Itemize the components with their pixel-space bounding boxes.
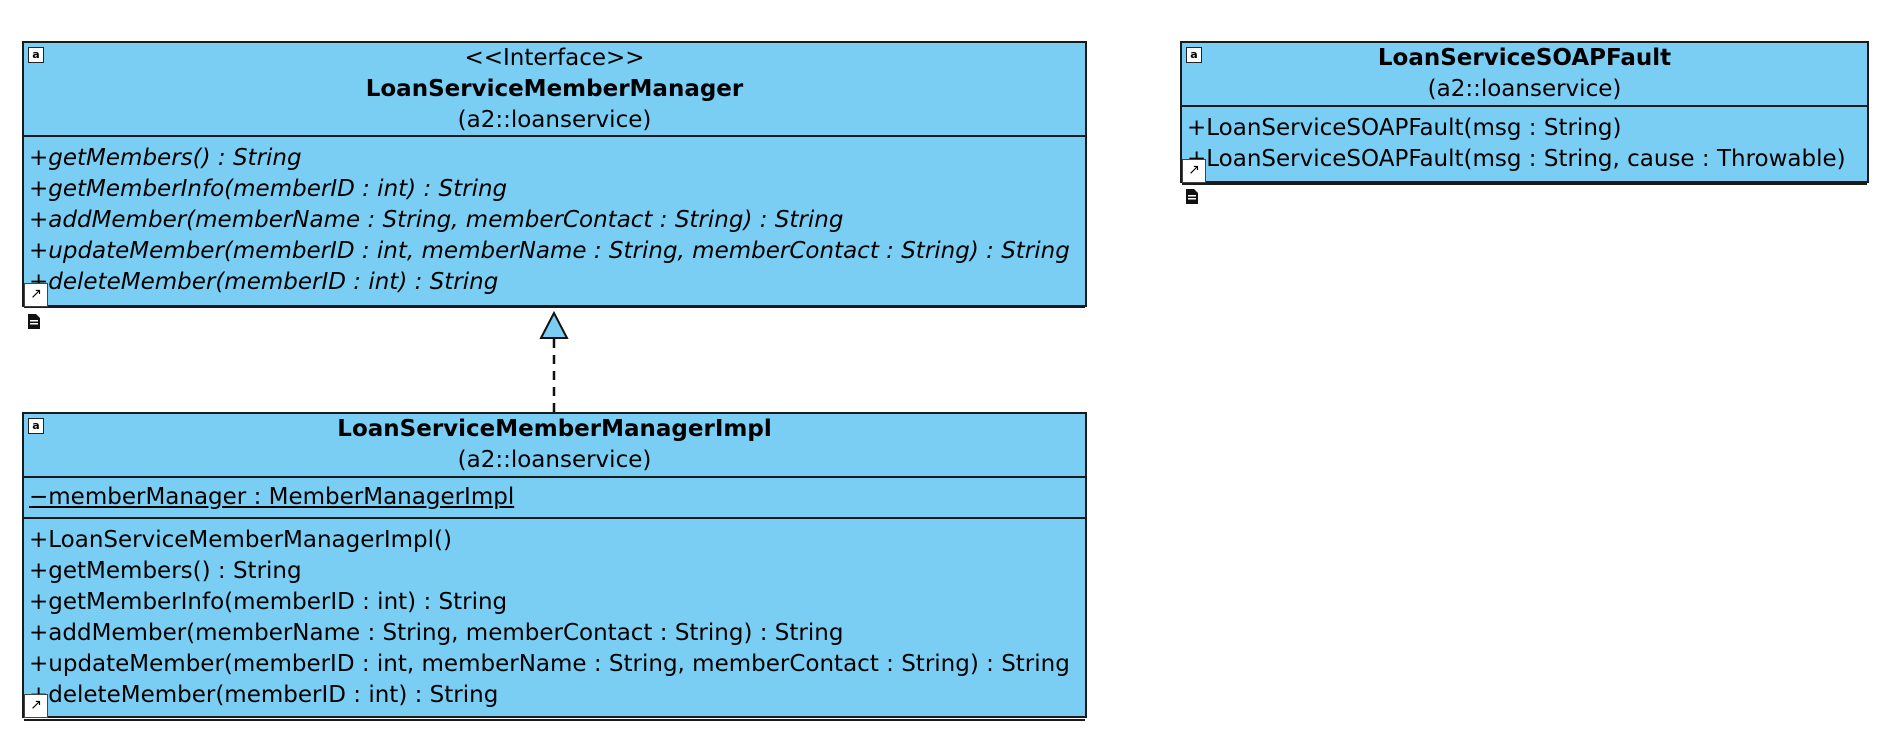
operation-row[interactable]: +deleteMember(memberID : int) : String xyxy=(29,682,499,708)
impl-attributes: −memberManager : MemberManagerImpl xyxy=(24,478,1085,519)
hyperlink-icon[interactable]: ↗ xyxy=(24,283,48,307)
attribute-row[interactable]: −memberManager : MemberManagerImpl xyxy=(29,484,515,510)
operation-row[interactable]: +getMemberInfo(memberID : int) : String xyxy=(29,589,508,615)
fault-package: (a2::loanservice) xyxy=(1427,76,1622,102)
hyperlink-icon[interactable]: ↗ xyxy=(1182,159,1206,183)
operation-row[interactable]: +LoanServiceSOAPFault(msg : String, caus… xyxy=(1187,146,1846,172)
note-icon[interactable] xyxy=(1185,188,1199,205)
impl-name: LoanServiceMemberManagerImpl xyxy=(337,416,772,442)
fault-header: a LoanServiceSOAPFault (a2::loanservice) xyxy=(1182,43,1867,107)
interface-class-box[interactable]: a <<Interface>> LoanServiceMemberManager… xyxy=(22,41,1087,308)
impl-operations: +LoanServiceMemberManagerImpl() +getMemb… xyxy=(24,519,1085,721)
interface-operations: +getMembers() : String +getMemberInfo(me… xyxy=(24,137,1085,308)
class-type-icon: a xyxy=(28,418,44,434)
operation-row[interactable]: +LoanServiceSOAPFault(msg : String) xyxy=(1187,115,1622,141)
class-type-icon: a xyxy=(28,47,44,63)
fault-operations: +LoanServiceSOAPFault(msg : String) +Loa… xyxy=(1182,107,1867,185)
class-type-icon: a xyxy=(1186,47,1202,63)
operation-row[interactable]: +LoanServiceMemberManagerImpl() xyxy=(29,527,452,553)
hyperlink-icon[interactable]: ↗ xyxy=(24,694,48,718)
operation-row[interactable]: +getMembers() : String xyxy=(29,558,302,584)
interface-header: a <<Interface>> LoanServiceMemberManager… xyxy=(24,43,1085,137)
fault-name: LoanServiceSOAPFault xyxy=(1377,45,1672,71)
impl-class-box[interactable]: a LoanServiceMemberManagerImpl (a2::loan… xyxy=(22,412,1087,721)
operation-row[interactable]: +updateMember(memberID : int, memberName… xyxy=(29,651,1070,677)
interface-package: (a2::loanservice) xyxy=(457,107,652,133)
impl-package: (a2::loanservice) xyxy=(457,447,652,473)
interface-stereotype: <<Interface>> xyxy=(464,45,645,71)
interface-name: LoanServiceMemberManager xyxy=(365,76,744,102)
operation-row[interactable]: +addMember(memberName : String, memberCo… xyxy=(29,620,844,646)
fault-class-box[interactable]: a LoanServiceSOAPFault (a2::loanservice)… xyxy=(1180,41,1869,185)
note-icon[interactable] xyxy=(27,313,41,330)
impl-header: a LoanServiceMemberManagerImpl (a2::loan… xyxy=(24,414,1085,478)
